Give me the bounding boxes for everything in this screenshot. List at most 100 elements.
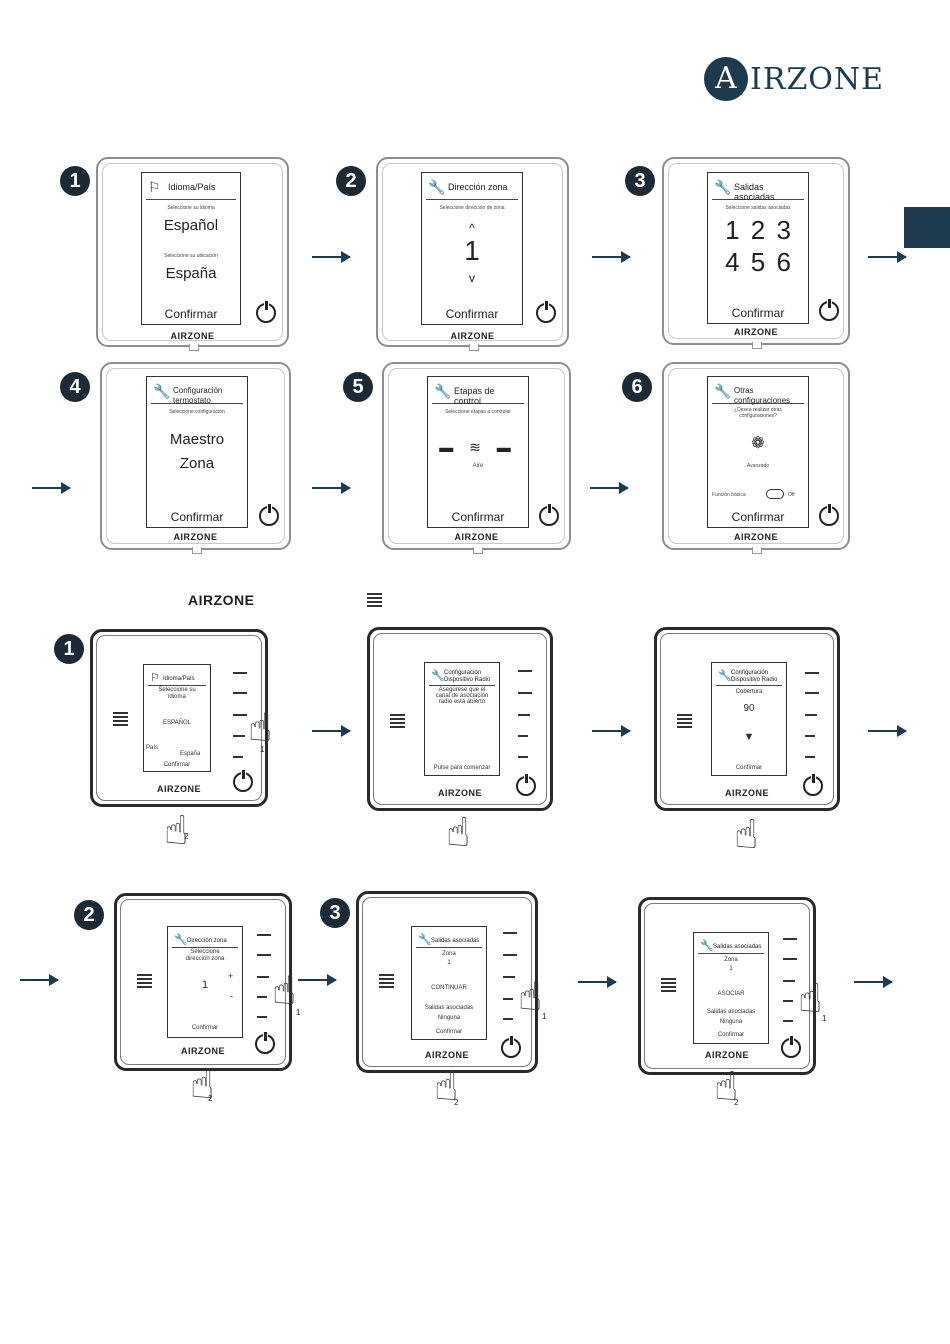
arrow-icon	[854, 976, 893, 988]
hand-icon: ☝	[190, 1063, 215, 1107]
thermostat-6: 🔧Otras configuraciones ¿Desea realizar o…	[662, 362, 850, 554]
wrench-icon: 🔧	[434, 383, 452, 399]
menu-icon[interactable]	[113, 712, 128, 728]
zone-option: Zona	[179, 455, 215, 472]
power-icon[interactable]	[259, 503, 279, 526]
power-icon[interactable]	[819, 298, 839, 321]
step-badge-6: 6	[622, 372, 652, 402]
wrench-icon: 🔧	[428, 179, 446, 195]
thermostat-2: 🔧Dirección zona Seleccione dirección de …	[376, 157, 569, 351]
screen-thermostat-config: 🔧Configuración termostato Seleccione con…	[146, 376, 248, 528]
step-badge-b1: 1	[54, 634, 84, 664]
step-badge-2: 2	[336, 166, 366, 196]
thermostat-5: 🔧Etapas de control Seleccione etapas a c…	[382, 362, 571, 554]
power-icon[interactable]	[781, 1035, 801, 1058]
power-icon[interactable]	[255, 1031, 275, 1054]
power-icon[interactable]	[256, 300, 276, 323]
down-arrow-icon: v	[469, 271, 475, 285]
power-icon[interactable]	[539, 503, 559, 526]
step-badge-b2: 2	[74, 900, 104, 930]
screen-b-outputs: 🔧Salidas asociadas Zona 1 CONTINUAR Sali…	[411, 926, 487, 1040]
flag-icon: ⚐	[148, 179, 161, 195]
arrow-icon	[868, 251, 907, 263]
hand-icon: ☝	[434, 1065, 459, 1109]
confirm-label: Confirmar	[164, 307, 218, 321]
power-icon[interactable]	[819, 503, 839, 526]
advanced-icon[interactable]: ❁	[751, 435, 765, 452]
thermostat-b1: ⚐Idioma/País Seleccione su idioma ESPAÑO…	[90, 629, 268, 807]
arrow-icon	[312, 725, 351, 737]
hand-icon: ☝	[272, 969, 297, 1013]
screen-b-language: ⚐Idioma/País Seleccione su idioma ESPAÑO…	[143, 664, 211, 772]
power-icon[interactable]	[536, 300, 556, 323]
hand-icon: ☝	[714, 1065, 739, 1109]
arrow-icon	[312, 482, 351, 494]
basic-function-toggle[interactable]	[766, 489, 784, 499]
hand-icon: ☝	[734, 813, 759, 857]
wrench-icon: 🔧	[714, 383, 732, 399]
language-value: Español	[163, 217, 219, 234]
screen-b-radio: 🔧Configuración Dispositivo Radio Asegúre…	[424, 662, 500, 776]
arrow-icon	[32, 482, 71, 494]
menu-icon[interactable]	[661, 978, 676, 994]
wrench-icon: 🔧	[714, 179, 732, 195]
hand-icon: ☝	[798, 977, 823, 1021]
hand-icon: ☝	[518, 975, 543, 1019]
wrench-icon: 🔧	[174, 934, 188, 946]
step-badge-5: 5	[343, 372, 373, 402]
minus-icon: -	[230, 991, 233, 1001]
wrench-icon: 🔧	[153, 383, 171, 399]
arrow-icon	[592, 725, 631, 737]
arrow-icon	[312, 251, 351, 263]
outputs-row-1: 1 2 3	[725, 215, 791, 245]
outputs-row-2: 4 5 6	[725, 247, 791, 277]
menu-icon[interactable]	[390, 714, 405, 730]
associate-option: ASOCIAR	[717, 991, 745, 997]
air-label: Aire	[472, 463, 484, 469]
screen-outputs: 🔧Salidas asociadas Seleccione salidas as…	[707, 172, 809, 324]
arrow-icon	[592, 251, 631, 263]
thermostat-b4: 🔧Dirección zona Seleccione dirección zon…	[114, 893, 292, 1071]
legend-airzone-logo: AIRZONE	[188, 592, 255, 608]
start-prompt: Pulse para comenzar	[433, 765, 491, 771]
screen-b-coverage: 🔧Configuración Dispositivo Radio Cobertu…	[711, 662, 787, 776]
screen-title: Idioma/País	[168, 182, 216, 192]
power-icon[interactable]	[233, 769, 253, 792]
thermostat-b3: 🔧Configuración Dispositivo Radio Cobertu…	[654, 627, 840, 811]
thermostat-b5: 🔧Salidas asociadas Zona 1 CONTINUAR Sali…	[356, 891, 538, 1073]
flag-icon: ⚐	[150, 672, 160, 684]
screen-b-zone-address: 🔧Dirección zona Seleccione dirección zon…	[167, 926, 243, 1038]
power-icon[interactable]	[803, 773, 823, 796]
master-option: Maestro	[169, 431, 225, 448]
section-tab	[904, 207, 950, 248]
arrow-icon	[590, 482, 629, 494]
hand-icon: ☝	[164, 809, 189, 853]
menu-icon[interactable]	[677, 714, 692, 730]
hand-icon: ☝	[446, 811, 471, 855]
screen-language: ⚐Idioma/País Seleccione su idioma Españo…	[141, 172, 241, 325]
screen-zone-address: 🔧Dirección zona Seleccione dirección de …	[421, 172, 523, 325]
menu-icon	[367, 593, 382, 609]
power-icon[interactable]	[516, 773, 536, 796]
wrench-icon: 🔧	[700, 940, 714, 952]
menu-icon[interactable]	[137, 974, 152, 990]
thermostat-3: 🔧Salidas asociadas Seleccione salidas as…	[662, 157, 850, 349]
step-badge-b3: 3	[320, 898, 350, 928]
arrow-icon	[578, 976, 617, 988]
screen-control-stages: 🔧Etapas de control Seleccione etapas a c…	[427, 376, 529, 528]
power-icon[interactable]	[501, 1035, 521, 1058]
step-badge-3: 3	[625, 166, 655, 196]
thermostat-b2: 🔧Configuración Dispositivo Radio Asegúre…	[367, 627, 553, 811]
up-arrow-icon: ^	[469, 221, 475, 235]
menu-icon[interactable]	[379, 974, 394, 990]
arrow-icon	[298, 974, 337, 986]
thermostat-4: 🔧Configuración termostato Seleccione con…	[100, 362, 291, 554]
wrench-icon: 🔧	[718, 670, 732, 682]
continue-option: CONTINUAR	[431, 985, 467, 991]
air-stage-icons[interactable]: ▬ ≋ ▬	[439, 439, 517, 455]
step-badge-1: 1	[60, 166, 90, 196]
country-value: España	[165, 265, 217, 282]
hand-icon: ☝	[248, 706, 273, 750]
coverage-value: 90	[743, 703, 755, 714]
wrench-icon: 🔧	[431, 670, 445, 682]
